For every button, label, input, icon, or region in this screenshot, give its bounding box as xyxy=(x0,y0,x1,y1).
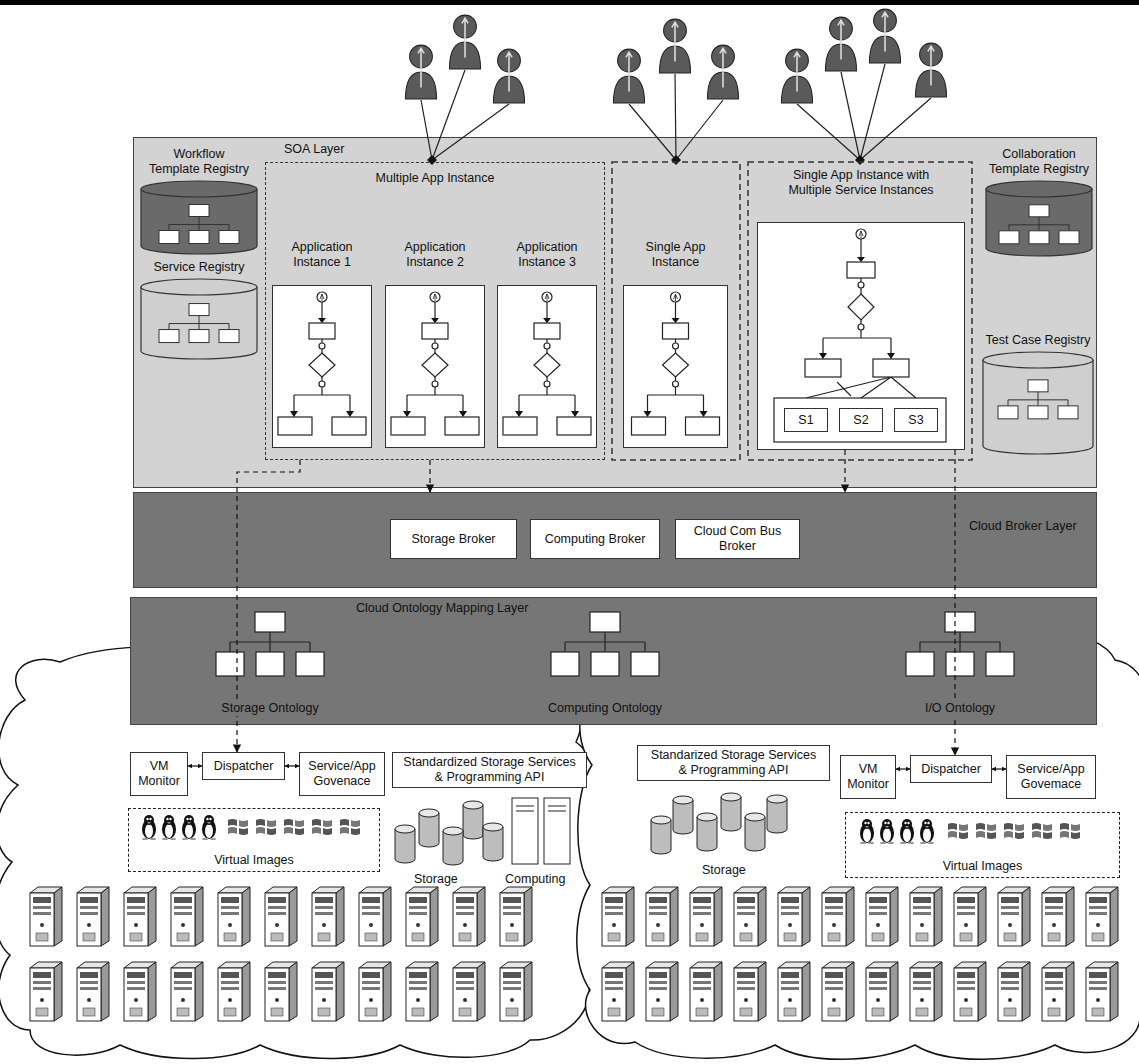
workflow-box xyxy=(623,240,728,448)
node-label: Cloud Com Bus Broker xyxy=(680,524,795,554)
node-label: S2 xyxy=(853,413,868,428)
label-anchor: Storage xyxy=(414,872,458,887)
broker-box: Storage Broker xyxy=(390,519,517,559)
node-label: Service/App Govenace xyxy=(304,759,380,789)
virtual-images-region: Virtual Images xyxy=(845,812,1120,878)
component-box: Service/App Govemace xyxy=(1006,755,1096,799)
node-label: Application Instance 1 xyxy=(276,240,368,270)
label-anchor: Storage xyxy=(702,863,746,878)
node-label: Test Case Registry xyxy=(982,333,1094,348)
soa-layer-band: SOA Layer Workflow Template RegistryServi… xyxy=(133,137,1097,488)
ontology-tree: Computing Ontology xyxy=(535,610,675,718)
layer-title: SOA Layer xyxy=(284,142,344,157)
part-label: Storage xyxy=(702,863,746,878)
node-label: Standardized Storage Services & Programm… xyxy=(401,755,579,785)
node-label: Service/App Govemace xyxy=(1011,762,1091,792)
ontology-tree: I/O Ontology xyxy=(895,610,1025,718)
node-label: VM Monitor xyxy=(845,762,891,792)
double-arrow xyxy=(992,768,1006,769)
double-arrow xyxy=(896,768,910,769)
node-label: Storage Broker xyxy=(411,532,495,547)
double-arrow xyxy=(285,765,299,766)
component-box: Dispatcher xyxy=(202,752,285,780)
cylinder-icon xyxy=(982,352,1094,455)
app-group-region: Multiple App InstanceApplication Instanc… xyxy=(265,162,605,460)
node-label: Standarized Storage Services & Programmi… xyxy=(646,748,822,778)
component-box: Standardized Storage Services & Programm… xyxy=(392,752,587,788)
broker-box: Cloud Com Bus Broker xyxy=(675,519,800,559)
node-label: Single App Instance with Multiple Servic… xyxy=(776,168,946,198)
cylinder-icon xyxy=(140,279,258,360)
virtual-images-region: Virtual Images xyxy=(128,808,380,872)
node-label: Virtual Images xyxy=(214,853,294,868)
broker-layer-band: Cloud Broker LayerStorage Broker Computin… xyxy=(133,492,1097,588)
group-title: Multiple App Instance xyxy=(266,171,604,186)
node-label: Dispatcher xyxy=(921,762,981,777)
ontology-tree-icon xyxy=(895,610,1025,680)
node-label: S1 xyxy=(798,413,813,428)
workflow-box xyxy=(497,240,597,448)
node-label: Application Instance 2 xyxy=(389,240,481,270)
node-label: Collaboration Template Registry xyxy=(985,147,1093,177)
part-label: Storage xyxy=(414,872,458,887)
part-label: Computing xyxy=(505,872,565,887)
service-instance: S2 xyxy=(839,408,883,432)
workflow-box xyxy=(385,240,485,448)
workflow-box xyxy=(272,240,372,448)
node-label: Workflow Template Registry xyxy=(147,147,252,177)
registry-cylinder: Test Case Registry xyxy=(982,333,1094,455)
label-anchor: Computing xyxy=(505,872,565,887)
registry-cylinder: Collaboration Template Registry xyxy=(985,147,1093,257)
application-instance: Single App Instance with Multiple Servic… xyxy=(757,168,965,450)
layer-title: Cloud Broker Layer xyxy=(969,519,1077,534)
component-box: VM Monitor xyxy=(130,752,188,796)
component-box: Service/App Govenace xyxy=(299,752,385,796)
application-instance: Single App Instance xyxy=(623,240,728,448)
service-instance: S3 xyxy=(894,408,938,432)
ontology-tree-icon xyxy=(205,610,335,680)
node-label: Application Instance 3 xyxy=(501,240,593,270)
node-label: Single App Instance xyxy=(626,240,726,270)
double-arrow xyxy=(188,765,202,766)
component-box: VM Monitor xyxy=(840,755,896,799)
component-box: Standarized Storage Services & Programmi… xyxy=(637,745,830,781)
application-instance: Application Instance 1 xyxy=(272,240,372,448)
node-label: Storage Ontology xyxy=(218,701,321,716)
node-label: VM Monitor xyxy=(135,759,183,789)
node-label: Dispatcher xyxy=(214,759,274,774)
node-label: I/O Ontology xyxy=(922,701,998,716)
node-label: Computing Ontology xyxy=(545,701,665,716)
layer-title: Cloud Ontology Mapping Layer xyxy=(356,601,528,616)
application-instance: Application Instance 2 xyxy=(385,240,485,448)
node-label: Virtual Images xyxy=(943,859,1023,874)
registry-cylinder: Service Registry xyxy=(140,260,258,360)
application-instance: Application Instance 3 xyxy=(497,240,597,448)
cylinder-icon xyxy=(985,181,1093,257)
service-instance: S1 xyxy=(784,408,828,432)
node-label: Computing Broker xyxy=(545,532,646,547)
cylinder-icon xyxy=(140,181,258,255)
ontology-tree-icon xyxy=(535,610,675,680)
component-box: Dispatcher xyxy=(910,755,992,783)
node-label: Service Registry xyxy=(140,260,258,275)
broker-box: Computing Broker xyxy=(530,519,660,559)
node-label: S3 xyxy=(908,413,923,428)
ontology-tree: Storage Ontology xyxy=(205,610,335,718)
registry-cylinder: Workflow Template Registry xyxy=(140,147,258,255)
ontology-layer-band: Cloud Ontology Mapping LayerStorage Onto… xyxy=(130,597,1097,725)
